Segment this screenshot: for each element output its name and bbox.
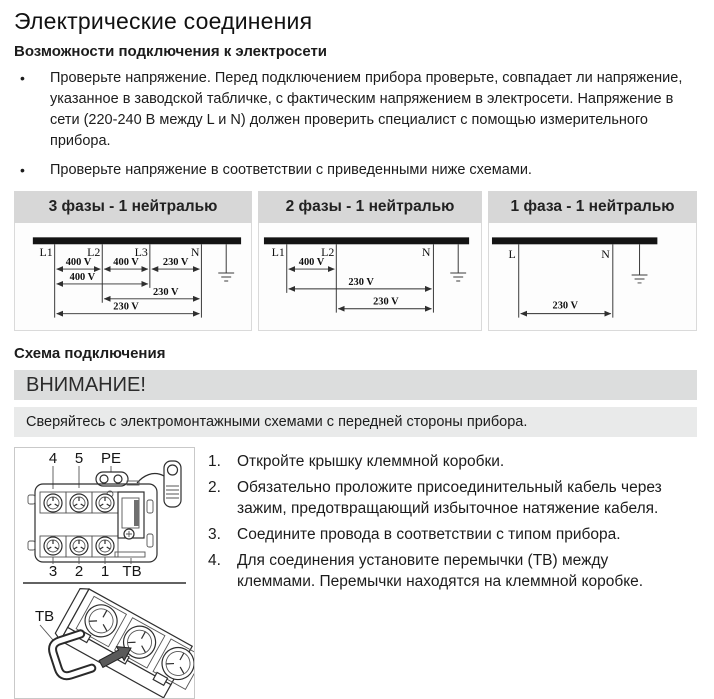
step-number: 1. [208,453,221,470]
voltage-label: 400 V [66,257,92,268]
phase-wires [518,244,641,318]
box-tab [146,499,154,514]
step-text: Соедините провода в соответствии с типом… [237,526,621,543]
voltage-label: 230 V [153,287,179,298]
wiring-scheme-panels: 3 фазы - 1 нейтралью L1 L2 L3 N [14,191,700,331]
box-tab [146,533,154,548]
wire-label: L1 [272,245,285,259]
two-phase-diagram: L1 L2 N 400 V 230 V 230 V [263,237,470,313]
section-heading-connection: Схема подключения [14,345,166,362]
note-text: Сверяйтесь с электромонтажными схемами с… [26,414,528,430]
terminal-box-figure: 4 5 PE [14,447,195,699]
box-tab [27,540,36,551]
panel-3-phase: 3 фазы - 1 нейтралью L1 L2 L3 N [14,191,252,331]
busbar [263,237,470,245]
panel-title: 2 фазы - 1 нейтралью [258,191,482,223]
panel-1-phase: 1 фаза - 1 нейтралью L N 230 V [488,191,697,331]
terminal-label: 1 [101,563,109,580]
phase-wires [54,244,227,318]
pe-connector [95,471,129,498]
wire-label: L1 [39,245,52,259]
bullet-list: • Проверьте напряжение. Перед подключени… [14,68,700,181]
panel-title: 3 фазы - 1 нейтралью [14,191,252,223]
voltage-label: 230 V [348,277,374,288]
wire-label: L2 [321,245,334,259]
terminal-box-diagram: 4 5 PE [23,450,194,698]
one-phase-diagram: L N 230 V [491,237,658,318]
list-item: • Проверьте напряжение. Перед подключени… [14,68,700,152]
list-item: 3. Соедините провода в соответствии с ти… [208,524,677,545]
bullet-icon: • [20,162,25,178]
attention-banner: ВНИМАНИЕ! [14,370,697,400]
ground-icon [218,272,235,282]
voltage-label: 230 V [163,257,189,268]
step-text: Откройте крышку клеммной коробки. [237,453,505,470]
cable-clamp [126,460,182,508]
ground-icon [631,274,648,284]
terminal-box-outline [34,483,158,563]
voltage-label: 230 V [553,301,579,312]
terminal-label: 2 [75,563,83,580]
connection-section: 4 5 PE [14,447,700,699]
voltage-label: 400 V [70,272,96,283]
panel-2-phase: 2 фазы - 1 нейтралью L1 L2 N 400 V 230 V… [258,191,482,331]
panel-title: 1 фаза - 1 нейтралью [488,191,697,223]
busbar [491,237,658,245]
bullet-icon: • [20,70,25,86]
leader-lines [52,557,132,564]
step-number: 2. [208,479,221,496]
three-phase-diagram: L1 L2 L3 N 400 V 400 V 230 V 400 V 230 V… [32,237,242,318]
step-text: Для соединения установите перемычки (ТВ)… [237,552,644,590]
screw-terminals [39,491,119,558]
list-item: • Проверьте напряжение в соответствии с … [14,160,700,181]
voltage-label: 230 V [373,297,399,308]
attention-text: ВНИМАНИЕ! [26,373,146,396]
wire-label: L [508,247,515,261]
list-item: 4. Для соединения установите перемычки (… [208,550,677,592]
bullet-text: Проверьте напряжение в соответствии с пр… [50,162,532,178]
wire-label: N [601,247,610,261]
tb-bridge-block [114,491,146,558]
voltage-label: 230 V [113,302,139,313]
terminal-label: 5 [75,450,83,467]
leader-line [39,624,54,641]
list-item: 1. Откройте крышку клеммной коробки. [208,451,677,472]
page-title: Электрические соединения [14,8,313,34]
jumper-label: ТВ [35,608,54,625]
ground-icon [450,272,467,282]
panel-diagram: L N 230 V [488,223,697,331]
voltage-label: 400 V [299,257,325,268]
list-item: 2. Обязательно проложите присоединительн… [208,477,677,519]
panel-diagram: L1 L2 N 400 V 230 V 230 V [258,223,482,331]
section-heading-possibilities: Возможности подключения к электросети [14,43,328,60]
note-strip: Сверяйтесь с электромонтажными схемами с… [14,407,697,437]
wire-label: L2 [87,245,100,259]
terminal-label: 3 [49,563,57,580]
arrow-icon [98,646,132,669]
step-number: 4. [208,552,221,569]
steps-list: 1. Откройте крышку клеммной коробки. 2. … [208,451,677,699]
step-text: Обязательно проложите присоединительный … [237,479,662,517]
box-tab [27,494,36,505]
panel-diagram: L1 L2 L3 N 400 V 400 V 230 V 400 V 230 V… [14,223,252,331]
terminal-label: ТВ [122,563,141,580]
wire-label: L3 [135,245,148,259]
wire-label: N [191,245,200,259]
voltage-label: 400 V [113,257,139,268]
terminal-label: PE [101,450,121,467]
phase-wires [286,244,459,313]
terminal-label: 4 [49,450,57,467]
busbar [32,237,242,245]
bullet-text: Проверьте напряжение. Перед подключением… [50,70,683,149]
wire-label: N [422,245,431,259]
step-number: 3. [208,526,221,543]
terminal-strip-isometric [54,588,194,698]
